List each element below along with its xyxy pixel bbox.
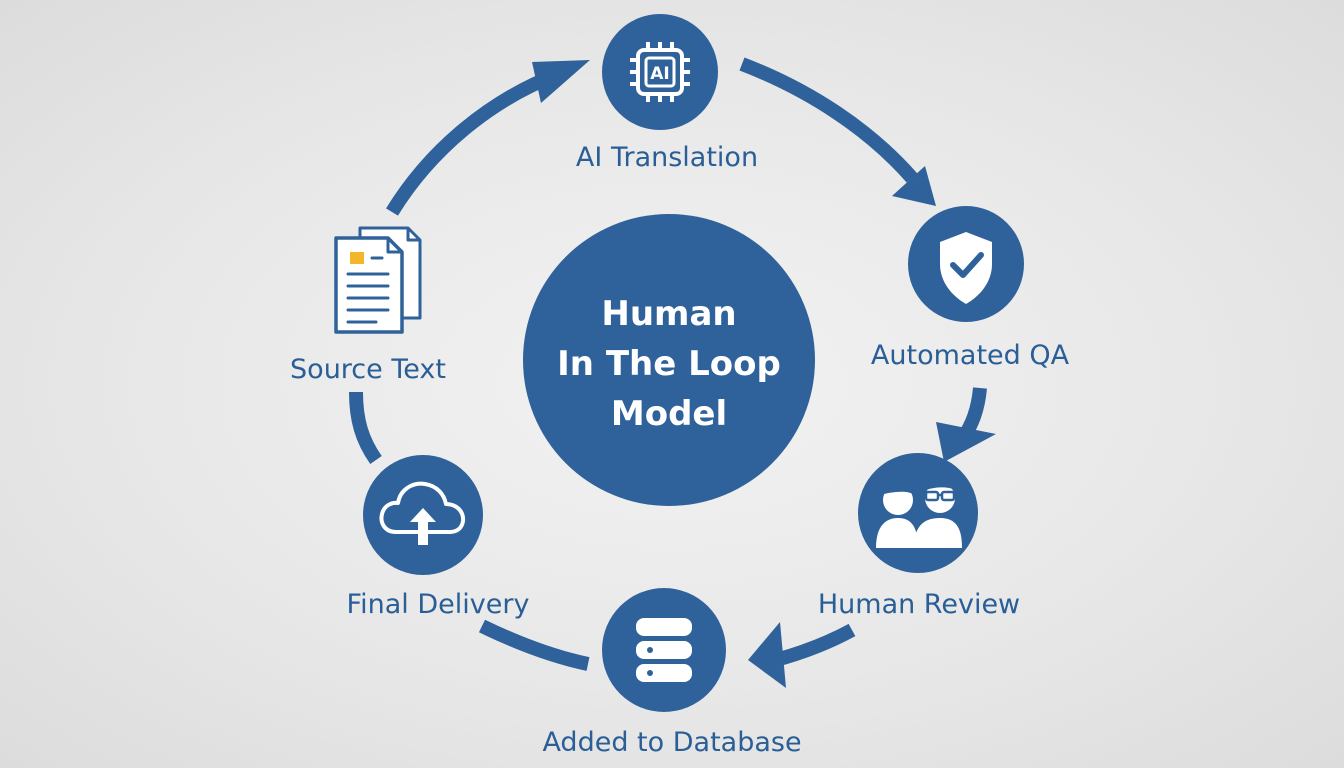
node-final-delivery: [363, 455, 483, 575]
arrow-delivery-to-source: [349, 391, 382, 465]
center-title-line-2: In The Loop: [557, 344, 781, 384]
node-ai-translation: AI: [602, 14, 718, 130]
label-human-review: Human Review: [817, 589, 1021, 620]
label-automated-qa: Automated QA: [870, 340, 1070, 371]
check-mark: [950, 252, 984, 278]
label-source-text: Source Text: [290, 354, 446, 385]
arrowhead-review: [936, 422, 996, 462]
arrowhead-ai: [532, 60, 590, 103]
documents-icon: [334, 226, 422, 334]
database-icon: [636, 618, 692, 682]
node-human-review: [858, 453, 978, 573]
center-title-line-3: Model: [610, 394, 728, 434]
arrow-database-to-delivery: [478, 619, 590, 671]
cloud-upload-icon: [379, 481, 466, 545]
arrowhead-qa: [892, 166, 936, 206]
ai-chip-icon: [630, 42, 690, 102]
arrow-ai-to-qa: [739, 57, 918, 183]
node-automated-qa: [908, 206, 1024, 322]
cycle-arrows: [349, 57, 987, 671]
ai-chip-text: AI: [650, 64, 669, 84]
label-added-to-database: Added to Database: [542, 727, 802, 758]
people-icon: [876, 478, 962, 548]
arrowhead-database: [748, 622, 786, 688]
node-added-to-database: [602, 588, 726, 712]
center-circle: [523, 214, 815, 506]
arrow-review-to-database: [774, 623, 856, 667]
arrow-source-to-ai: [386, 67, 561, 216]
label-final-delivery: Final Delivery: [346, 589, 530, 620]
node-source-text: [334, 226, 422, 334]
center-title-line-1: Human: [601, 294, 737, 334]
arrow-heads: [532, 60, 996, 688]
label-ai-translation: AI Translation: [575, 142, 759, 173]
